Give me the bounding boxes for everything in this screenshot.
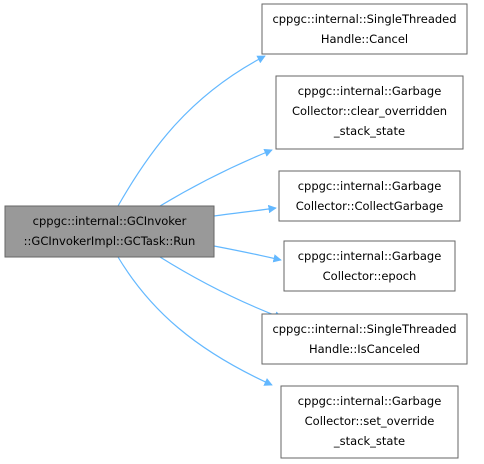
edge-to-clear-overridden-stack-state bbox=[159, 148, 273, 207]
edge-to-cancel bbox=[117, 55, 266, 207]
source-node-box bbox=[4, 205, 215, 258]
target-node-epoch[interactable]: cppgc::internal::Garbage Collector::epoc… bbox=[283, 240, 456, 292]
edge-to-is-canceled bbox=[159, 256, 283, 320]
edge-to-set-override-stack-state bbox=[117, 256, 273, 386]
edges bbox=[117, 55, 283, 386]
target-node-label-line-3: _stack_state bbox=[333, 124, 405, 138]
target-node-label-line-2: Handle::IsCanceled bbox=[309, 342, 420, 356]
target-node-label-line-3: _stack_state bbox=[333, 434, 405, 448]
target-node-label-line-2: Collector::CollectGarbage bbox=[296, 199, 443, 213]
edge-to-collect-garbage bbox=[213, 204, 277, 217]
target-node-label-line-1: cppgc::internal::Garbage bbox=[298, 249, 442, 263]
target-node-collect-garbage[interactable]: cppgc::internal::Garbage Collector::Coll… bbox=[278, 170, 461, 222]
target-node-box bbox=[280, 385, 459, 459]
target-node-label-line-2: Collector::epoch bbox=[323, 269, 417, 283]
target-node-box bbox=[275, 75, 464, 150]
target-node-set-override-stack-state[interactable]: cppgc::internal::Garbage Collector::set_… bbox=[280, 385, 459, 459]
target-node-label-line-1: cppgc::internal::Garbage bbox=[298, 179, 442, 193]
target-node-box bbox=[283, 240, 456, 292]
target-node-cancel[interactable]: cppgc::internal::SingleThreaded Handle::… bbox=[261, 3, 468, 55]
target-node-box bbox=[261, 3, 468, 55]
source-node-label-line-1: cppgc::internal::GCInvoker bbox=[33, 214, 187, 228]
source-node-label-line-2: ::GCInvokerImpl::GCTask::Run bbox=[24, 234, 196, 248]
target-node-label-line-1: cppgc::internal::Garbage bbox=[298, 84, 442, 98]
edge-to-epoch bbox=[213, 245, 282, 263]
target-node-label-line-2: Collector::set_override bbox=[305, 414, 435, 428]
target-node-is-canceled[interactable]: cppgc::internal::SingleThreaded Handle::… bbox=[261, 313, 468, 365]
target-node-label-line-2: Collector::clear_overridden bbox=[292, 104, 447, 118]
target-node-box bbox=[278, 170, 461, 222]
target-node-label-line-2: Handle::Cancel bbox=[321, 32, 408, 46]
target-node-label-line-1: cppgc::internal::Garbage bbox=[298, 394, 442, 408]
target-node-label-line-1: cppgc::internal::SingleThreaded bbox=[272, 322, 456, 336]
target-node-box bbox=[261, 313, 468, 365]
target-node-label-line-1: cppgc::internal::SingleThreaded bbox=[272, 12, 456, 26]
target-node-clear-overridden-stack-state[interactable]: cppgc::internal::Garbage Collector::clea… bbox=[275, 75, 464, 150]
source-node[interactable]: cppgc::internal::GCInvoker ::GCInvokerIm… bbox=[4, 205, 215, 258]
